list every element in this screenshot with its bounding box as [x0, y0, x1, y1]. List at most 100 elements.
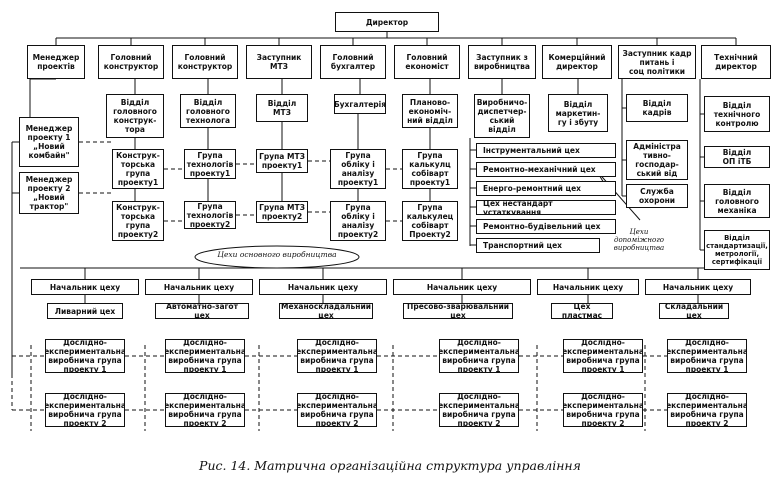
group-label: Дослідно- експериментальна виробнича гру… [667, 339, 747, 373]
head-label: Заступник МТЗ [256, 53, 302, 71]
item-label: Група технологів проекту1 [186, 150, 234, 178]
item-label: Відділ стандартизації, метрології, серти… [706, 233, 768, 267]
tech-item-labor-safety: Відділ ОП іТБ [704, 146, 770, 168]
column-head-chief-accountant: Головний бухгалтер [320, 45, 386, 79]
shop-label: Механоскладальний цех [281, 303, 371, 319]
director-label: Директор [365, 17, 409, 27]
supply-group-project-2: Група МТЗ проекту2 [256, 201, 308, 223]
group-label: Дослідно- експериментальна виробнича гру… [439, 393, 519, 427]
head-label: Заступник з виробництва [474, 53, 530, 71]
item-label: Відділ технічного контролю [713, 100, 761, 128]
dept-label: Виробничо- диспетчер- ський відділ [476, 98, 528, 134]
group-label: Дослідно- експериментальна виробнича гру… [165, 393, 245, 427]
item-label: Відділ головного механіка [715, 187, 759, 215]
shop-press-welding: Пресово-зварювальний цех [403, 303, 513, 319]
shop-chief-5: Начальник цеху [537, 279, 639, 295]
technologist-group-project-2: Група технологів проекту2 [184, 201, 236, 229]
dept-label: Відділ МТЗ [267, 99, 297, 117]
chief-label: Начальник цеху [287, 282, 359, 292]
director-box: Директор [335, 12, 439, 32]
technologist-group-project-1: Група технологів проекту1 [184, 149, 236, 179]
aux-shop-repair-mechanical: Ремонтно-механічний цех [476, 162, 616, 177]
dept-label: Відділ головного конструк- тора [113, 98, 157, 134]
item-label: Група калькулц собіварт проекту1 [409, 151, 451, 187]
research-group-p2-6: Дослідно- експериментальна виробнича гру… [667, 393, 747, 427]
research-group-p2-3: Дослідно- експериментальна виробнича гру… [297, 393, 377, 427]
aux-shop-label: Транспортний цех [483, 241, 563, 250]
tech-item-chief-mechanic: Відділ головного механіка [704, 184, 770, 218]
shop-chief-2: Начальник цеху [145, 279, 253, 295]
chief-label: Начальник цеху [552, 282, 624, 292]
research-group-p1-1: Дослідно- експериментальна виробнича гру… [45, 339, 125, 373]
group-label: Дослідно- експериментальна виробнича гру… [439, 339, 519, 373]
shop-chief-3: Начальник цеху [259, 279, 387, 295]
group-label: Дослідно- експериментальна виробнича гру… [297, 393, 377, 427]
shop-label: Ливарний цех [54, 306, 116, 316]
research-group-p1-2: Дослідно- експериментальна виробнича гру… [165, 339, 245, 373]
group-label: Дослідно- експериментальна виробнича гру… [165, 339, 245, 373]
research-group-p1-5: Дослідно- експериментальна виробнича гру… [563, 339, 643, 373]
dept-chief-technologist: Відділ головного технолога [180, 94, 236, 128]
group-label: Дослідно- експериментальна виробнича гру… [563, 393, 643, 427]
column-head-hr-deputy: Заступник кадр питань і соц політики [618, 45, 696, 79]
research-group-p2-2: Дослідно- експериментальна виробнича гру… [165, 393, 245, 427]
shop-chief-6: Начальник цеху [645, 279, 751, 295]
dept-label: Планово- економіч- ний відділ [407, 97, 453, 125]
shop-label: Пресово-зварювальний цех [407, 303, 509, 319]
group-label: Дослідно- експериментальна виробнича гру… [45, 393, 125, 427]
designer-group-project-2: Конструк- торська група проекту2 [112, 201, 164, 241]
research-group-p2-5: Дослідно- експериментальна виробнича гру… [563, 393, 643, 427]
dept-supply: Відділ МТЗ [256, 94, 308, 122]
shop-chief-1: Начальник цеху [31, 279, 139, 295]
item-label: Група обліку і аналізу проекту2 [337, 203, 379, 239]
aux-shop-label: Ремонтно-механічний цех [483, 165, 596, 174]
chief-label: Начальник цеху [163, 282, 235, 292]
column-head-production-deputy: Заступник з виробництва [468, 45, 536, 79]
hr-item-security: Служба охорони [626, 184, 688, 208]
item-label: Конструк- торська група проекту2 [116, 203, 160, 239]
head-label: Головний конструктор [103, 53, 159, 71]
group-label: Дослідно- експериментальна виробнича гру… [667, 393, 747, 427]
group-label: Дослідно- експериментальна виробнича гру… [45, 339, 125, 373]
dept-marketing: Відділ маркетин- гу і збуту [548, 94, 608, 132]
economics-group-project-1: Група калькулц собіварт проекту1 [402, 149, 458, 189]
item-label: Менеджер проекту 1 „Новий комбайн" [25, 124, 73, 160]
aux-shop-label: Інструментальний цех [483, 146, 580, 155]
column-head-chief-technologist: Головний конструктор [172, 45, 238, 79]
accounting-group-project-2: Група обліку і аналізу проекту2 [330, 201, 386, 241]
tech-item-standardization: Відділ стандартизації, метрології, серти… [704, 230, 770, 270]
research-group-p1-3: Дослідно- експериментальна виробнича гру… [297, 339, 377, 373]
aux-shop-tooling: Інструментальний цех [476, 143, 616, 158]
aux-shop-nonstandard-equipment: Цех нестандарт устаткування [476, 200, 616, 215]
item-label: Група МТЗ проекту1 [259, 152, 305, 170]
aux-shops-label: Цехи допоміжного виробництва [613, 228, 665, 253]
item-label: Менеджер проекту 2 „Новий трактор" [25, 175, 73, 211]
aux-shop-label: Ремонтно-будівельний цех [483, 222, 601, 231]
dept-label: Відділ маркетин- гу і збуту [555, 99, 601, 127]
research-group-p1-6: Дослідно- експериментальна виробнича гру… [667, 339, 747, 373]
shop-assembly: Складальний цех [659, 303, 729, 319]
aux-shop-label: Енерго-ремонтний цех [483, 184, 581, 193]
aux-shop-label: Цех нестандарт устаткування [483, 200, 553, 215]
dept-accounting: Бухгалтерія [334, 94, 386, 114]
shop-mechanical-assembly: Механоскладальний цех [279, 303, 373, 319]
hr-item-admin: Адміністра тивно- господар- ський від [626, 140, 688, 180]
head-label: Заступник кадр питань і соц політики [622, 48, 692, 76]
group-label: Дослідно- експериментальна виробнича гру… [563, 339, 643, 373]
accounting-group-project-1: Група обліку і аналізу проекту1 [330, 149, 386, 189]
item-label: Конструк- торська група проекту1 [116, 151, 160, 187]
item-label: Група калькулец собіварт Проекту2 [406, 203, 454, 239]
project-manager-2: Менеджер проекту 2 „Новий трактор" [19, 172, 79, 214]
column-head-chief-economist: Головний економіст [394, 45, 460, 79]
item-label: Служба охорони [638, 187, 676, 205]
group-label: Дослідно- експериментальна виробнича гру… [297, 339, 377, 373]
chief-label: Начальник цеху [426, 282, 498, 292]
head-label: Комерційний директор [548, 53, 606, 71]
research-group-p2-1: Дослідно- експериментальна виробнича гру… [45, 393, 125, 427]
figure-caption: Рис. 14. Матрична організаційна структур… [199, 458, 581, 473]
project-manager-1: Менеджер проекту 1 „Новий комбайн" [19, 117, 79, 167]
dept-label: Бухгалтерія [334, 99, 386, 109]
shop-label: Цех пластмас [561, 303, 603, 319]
shop-label: Автоматно-загот цех [166, 303, 238, 319]
